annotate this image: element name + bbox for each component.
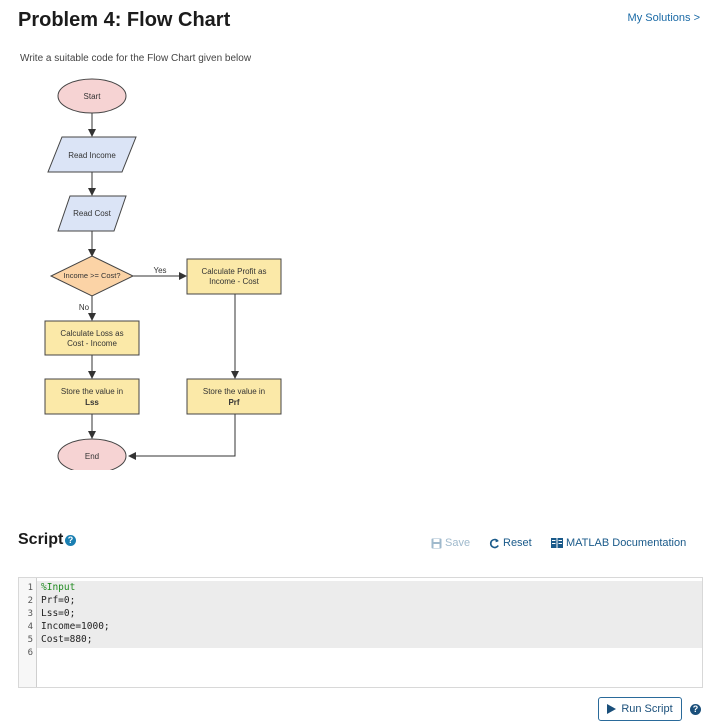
code-line[interactable]: %Input bbox=[41, 582, 76, 593]
calc-profit-label-2: Income - Cost bbox=[209, 277, 260, 286]
calc-loss-label-1: Calculate Loss as bbox=[60, 329, 123, 338]
store-profit-node bbox=[186, 378, 282, 415]
arrow-store-prf-to-end bbox=[128, 414, 236, 460]
line-number: 5 bbox=[27, 635, 33, 645]
documentation-label: MATLAB Documentation bbox=[566, 537, 687, 549]
help-icon[interactable]: ? bbox=[690, 704, 701, 715]
calc-profit-label-1: Calculate Profit as bbox=[202, 267, 267, 276]
my-solutions-link[interactable]: My Solutions > bbox=[627, 12, 700, 24]
yes-branch-label: Yes bbox=[153, 266, 166, 275]
start-node bbox=[57, 78, 127, 114]
end-node bbox=[57, 438, 127, 470]
problem-instructions: Write a suitable code for the Flow Chart… bbox=[20, 53, 252, 64]
refresh-icon bbox=[489, 538, 499, 548]
save-button[interactable]: Save bbox=[431, 537, 470, 549]
matlab-documentation-button[interactable]: MATLAB Documentation bbox=[551, 537, 686, 549]
reset-button[interactable]: Reset bbox=[489, 537, 532, 549]
run-script-button[interactable]: Run Script bbox=[598, 697, 682, 721]
save-label: Save bbox=[445, 537, 471, 549]
line-number: 6 bbox=[27, 648, 33, 658]
calc-loss-node bbox=[44, 320, 140, 356]
code-highlight-area bbox=[37, 581, 702, 648]
code-line[interactable]: Income=1000; bbox=[41, 621, 110, 632]
help-icon[interactable]: ? bbox=[65, 535, 76, 546]
store-profit-label-1: Store the value in bbox=[203, 387, 265, 396]
end-label: End bbox=[85, 452, 99, 461]
read-income-label: Read Income bbox=[68, 151, 116, 160]
run-script-label: Run Script bbox=[621, 703, 673, 715]
decision-label: Income >= Cost? bbox=[63, 271, 120, 280]
calc-profit-node bbox=[186, 258, 282, 295]
decision-node bbox=[49, 255, 135, 297]
line-number-gutter bbox=[19, 578, 37, 687]
code-line[interactable]: Cost=880; bbox=[41, 634, 93, 645]
read-cost-label: Read Cost bbox=[73, 209, 112, 218]
store-loss-node bbox=[44, 378, 140, 415]
script-heading: Script bbox=[18, 531, 64, 548]
line-number: 2 bbox=[27, 596, 33, 606]
book-icon bbox=[551, 538, 563, 548]
no-branch-label: No bbox=[79, 303, 90, 312]
play-icon bbox=[607, 704, 617, 714]
store-loss-label-2: Lss bbox=[85, 398, 99, 407]
start-label: Start bbox=[84, 92, 102, 101]
reset-label: Reset bbox=[503, 537, 532, 549]
line-number: 1 bbox=[27, 583, 33, 593]
line-number: 4 bbox=[27, 622, 33, 632]
flow-connectors bbox=[88, 113, 239, 460]
line-number: 3 bbox=[27, 609, 33, 619]
code-editor[interactable]: 1 2 3 4 5 6 %Input Prf=0; Lss=0; Income=… bbox=[18, 577, 703, 688]
page-title: Problem 4: Flow Chart bbox=[18, 9, 231, 31]
store-profit-label-2: Prf bbox=[228, 398, 239, 407]
flow-chart-diagram: Start Read Income Read Cost Income >= Co… bbox=[44, 78, 282, 470]
store-loss-label-1: Store the value in bbox=[61, 387, 123, 396]
calc-loss-label-2: Cost - Income bbox=[67, 339, 117, 348]
read-income-node bbox=[47, 136, 137, 173]
floppy-disk-icon bbox=[431, 538, 442, 548]
read-cost-node bbox=[57, 195, 127, 232]
code-line[interactable]: Lss=0; bbox=[41, 608, 76, 619]
code-line[interactable]: Prf=0; bbox=[41, 595, 76, 606]
